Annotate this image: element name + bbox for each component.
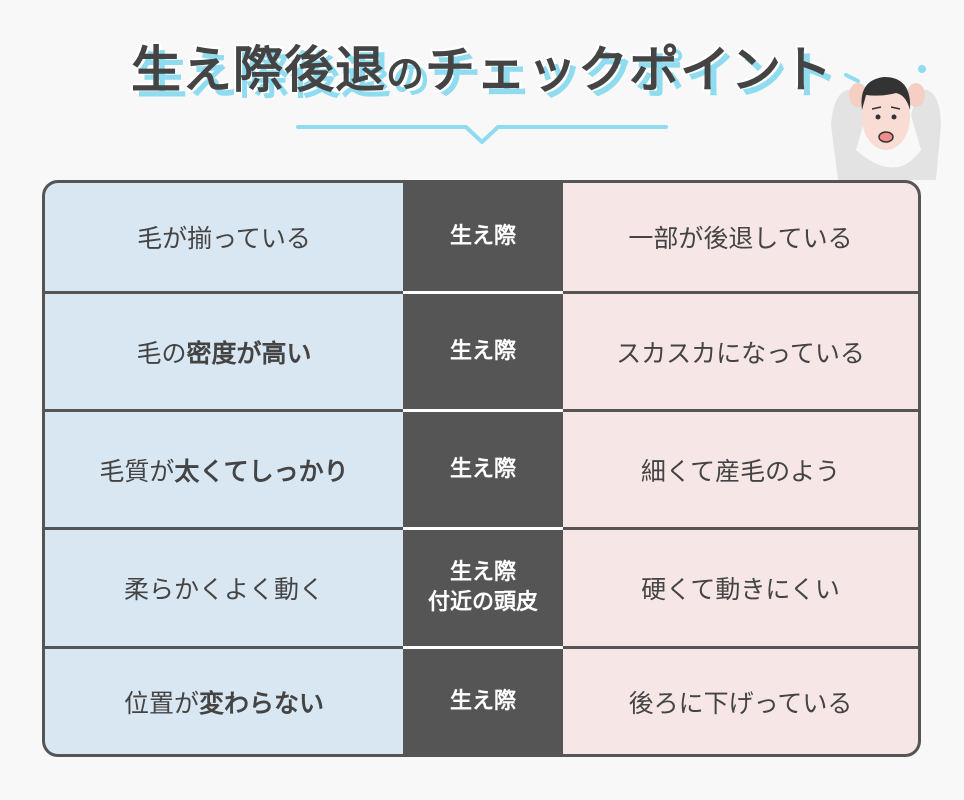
receding-cell: 細くて産毛のよう bbox=[563, 412, 918, 527]
row-divider bbox=[45, 291, 918, 294]
category-cell: 生え際 bbox=[403, 649, 563, 754]
normal-text: 毛が揃っている bbox=[137, 224, 311, 253]
normal-text-bold: 変わらない bbox=[199, 688, 325, 718]
normal-text: 毛質が bbox=[99, 456, 175, 486]
receding-text: スカスカになっている bbox=[616, 338, 865, 368]
table-row: 毛が揃っている 生え際 一部が後退している bbox=[45, 183, 918, 291]
receding-cell: 硬くて動きにくい bbox=[563, 530, 918, 646]
title-main: 生え際後退 bbox=[130, 41, 386, 99]
normal-cell: 柔らかくよく動く bbox=[45, 530, 403, 646]
receding-cell: 後ろに下げっている bbox=[563, 649, 918, 754]
title-sub: チェックポイント bbox=[425, 41, 833, 99]
title-underline-pointer bbox=[296, 125, 668, 144]
receding-text: 一部が後退している bbox=[628, 224, 853, 253]
category-cell: 生え際付近の頭皮 bbox=[403, 530, 563, 646]
normal-cell: 毛質が太くてしっかり bbox=[45, 412, 403, 527]
category-cell: 生え際 bbox=[403, 294, 563, 409]
normal-text-bold: 密度が高い bbox=[186, 338, 312, 368]
category-text: 生え際 bbox=[449, 560, 516, 585]
normal-text: 位置が bbox=[123, 688, 199, 718]
category-cell: 生え際 bbox=[403, 183, 563, 291]
receding-cell: 一部が後退している bbox=[563, 183, 918, 291]
page-title: 生え際後退のチェックポイント bbox=[0, 30, 964, 102]
normal-text-bold: 太くてしっかり bbox=[174, 456, 349, 486]
table-row: 位置が変わらない 生え際 後ろに下げっている bbox=[45, 649, 918, 754]
table-row: 柔らかくよく動く 生え際付近の頭皮 硬くて動きにくい bbox=[45, 530, 918, 646]
category-text: 生え際 bbox=[449, 224, 516, 249]
checkpoint-table: 毛が揃っている 生え際 一部が後退している 毛の密度が高い 生え際 スカスカにな… bbox=[42, 180, 921, 757]
title-particle: の bbox=[385, 52, 425, 96]
normal-cell: 毛の密度が高い bbox=[45, 294, 403, 409]
row-divider bbox=[45, 646, 918, 649]
normal-cell: 位置が変わらない bbox=[45, 649, 403, 754]
category-text: 生え際 bbox=[449, 456, 516, 482]
worried-man-icon bbox=[831, 65, 941, 180]
category-text: 付近の頭皮 bbox=[427, 590, 538, 615]
normal-text: 毛の bbox=[136, 338, 187, 368]
category-cell: 生え際 bbox=[403, 412, 563, 527]
receding-text: 後ろに下げっている bbox=[628, 688, 853, 718]
normal-text: 柔らかくよく動く bbox=[123, 575, 324, 604]
row-divider bbox=[45, 527, 918, 530]
receding-text: 硬くて動きにくい bbox=[641, 575, 840, 604]
receding-text: 細くて産毛のよう bbox=[640, 456, 841, 486]
row-divider bbox=[45, 409, 918, 412]
category-text: 生え際 bbox=[449, 338, 516, 364]
receding-cell: スカスカになっている bbox=[563, 294, 918, 409]
table-row: 毛質が太くてしっかり 生え際 細くて産毛のよう bbox=[45, 412, 918, 527]
normal-cell: 毛が揃っている bbox=[45, 183, 403, 291]
category-text: 生え際 bbox=[449, 688, 516, 714]
table-row: 毛の密度が高い 生え際 スカスカになっている bbox=[45, 294, 918, 409]
